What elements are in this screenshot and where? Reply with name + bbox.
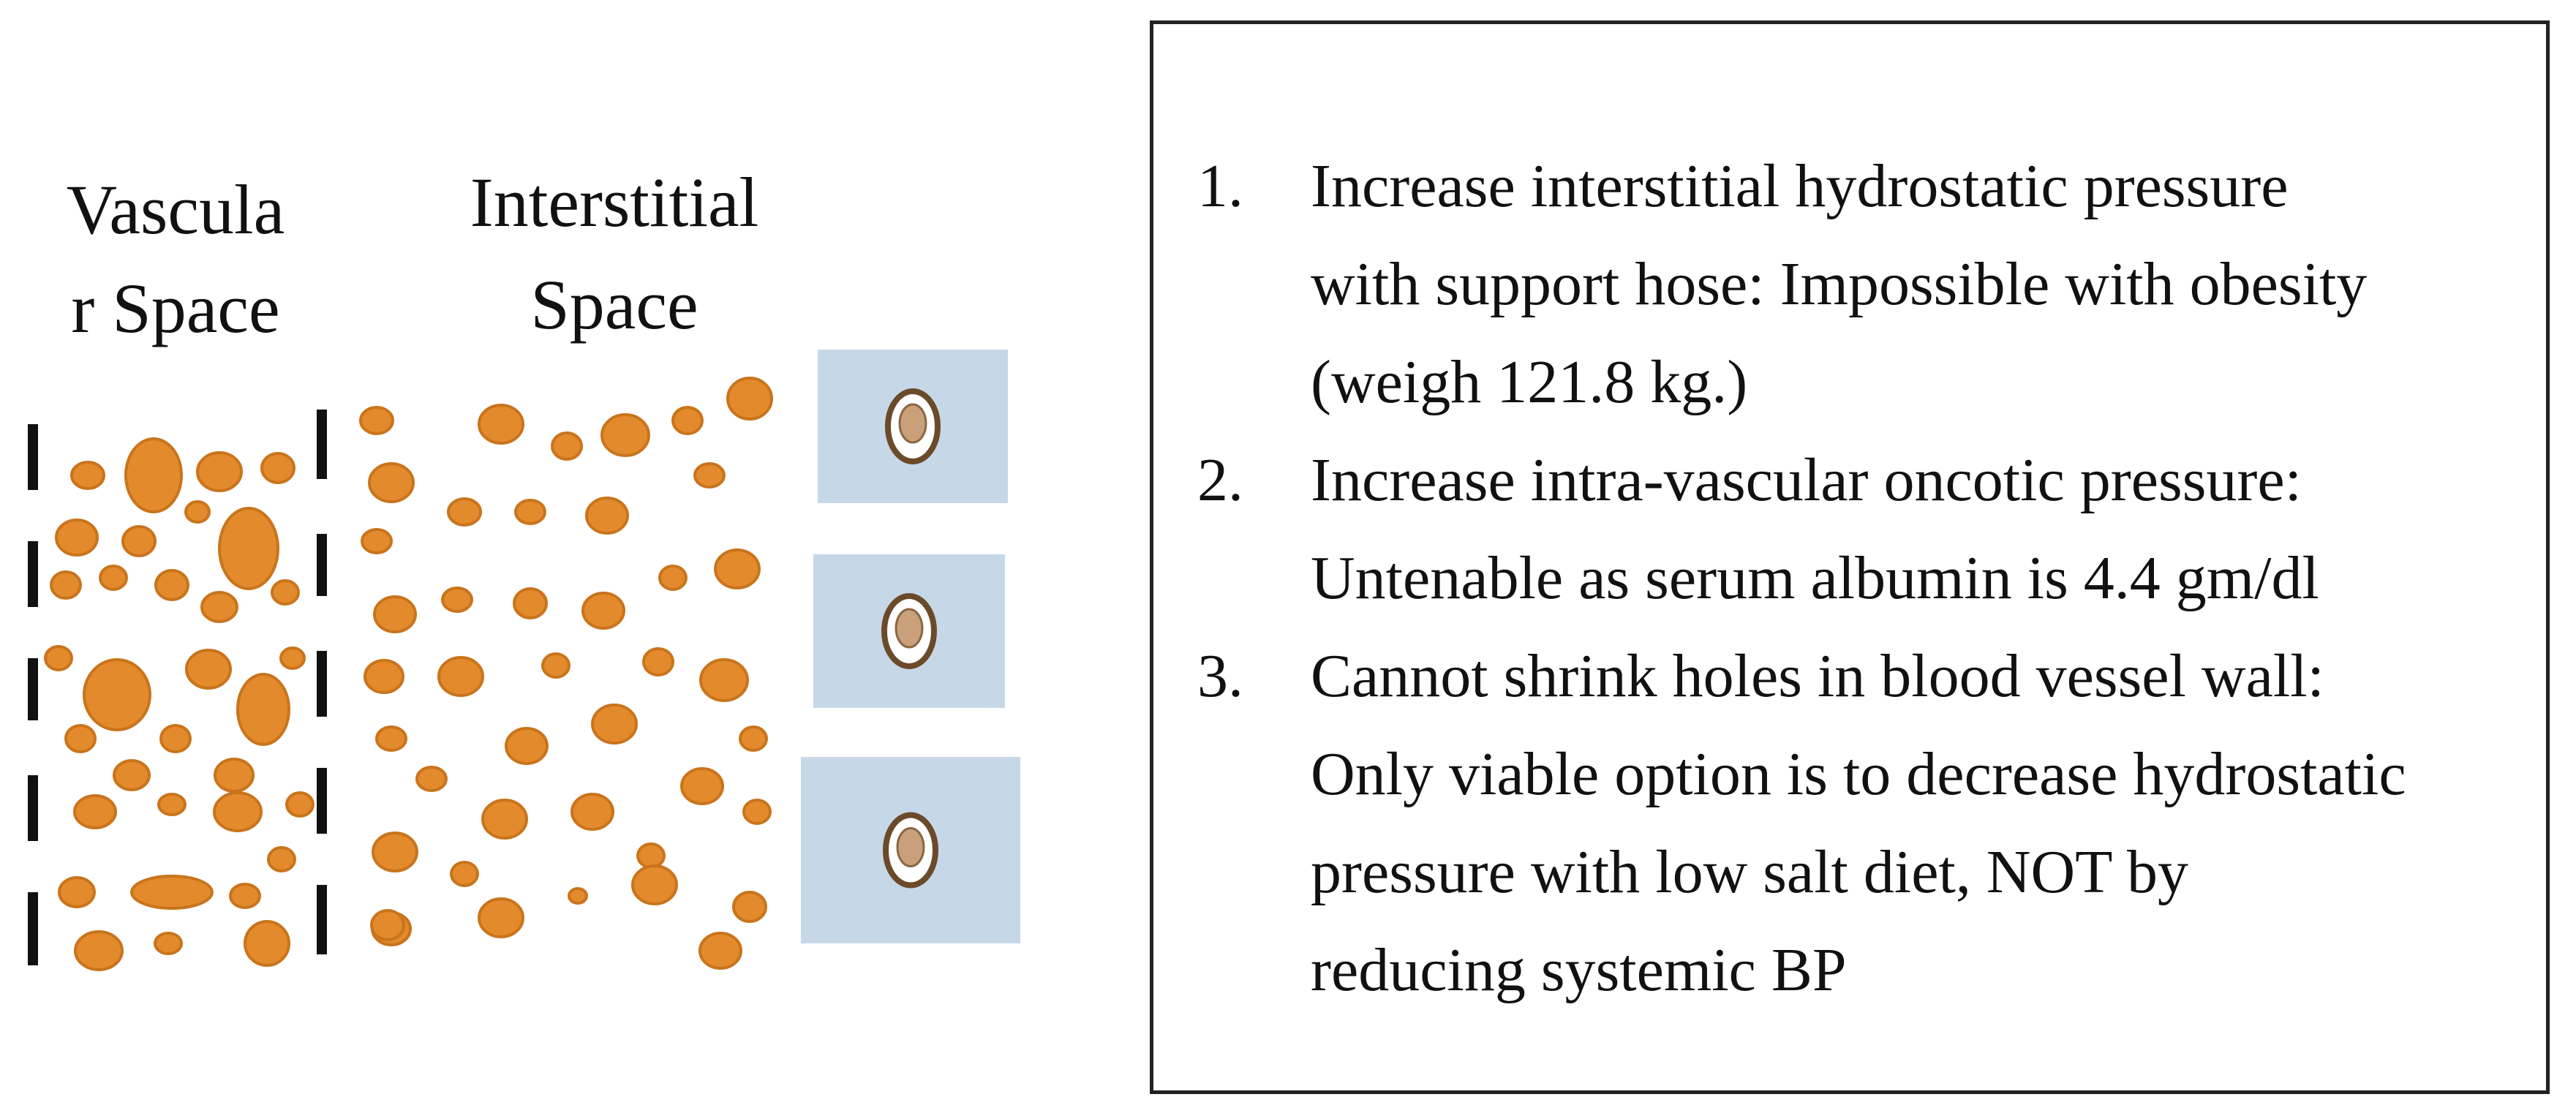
protein-particle <box>50 570 82 600</box>
protein-particle <box>279 646 306 670</box>
protein-particle <box>658 565 688 591</box>
protein-particle <box>218 507 279 590</box>
protein-particle <box>585 497 629 535</box>
protein-particle <box>185 649 232 690</box>
protein-particle <box>636 842 666 869</box>
protein-particle <box>437 656 484 697</box>
protein-particle <box>481 799 528 840</box>
cell-nucleus-icon <box>895 608 924 649</box>
protein-particle <box>64 724 97 753</box>
explanation-panel: 1. Increase interstitial hydrostatic pre… <box>1150 20 2550 1094</box>
option-line: (weigh 121.8 kg.) <box>1311 348 1748 416</box>
protein-particle <box>154 569 189 601</box>
option-line: Increase intra-vascular oncotic pressure… <box>1311 446 2302 514</box>
protein-particle <box>154 932 183 955</box>
protein-particle <box>591 704 638 744</box>
protein-particle <box>236 673 290 746</box>
protein-particle <box>581 592 625 630</box>
protein-particle <box>361 528 393 554</box>
protein-particle <box>214 758 255 793</box>
protein-particle <box>568 887 588 905</box>
protein-particle <box>375 725 407 752</box>
protein-particle <box>73 794 117 829</box>
interstitial-space-label-line1: Interstitial <box>470 163 759 241</box>
vascular-space-label-line2: r Space <box>71 269 280 347</box>
protein-particle <box>505 727 549 765</box>
protein-particle <box>184 500 211 524</box>
protein-particle <box>370 909 405 941</box>
option-line: Cannot shrink holes in blood vessel wall… <box>1311 642 2324 710</box>
protein-particle <box>359 406 394 435</box>
protein-particle <box>478 897 524 938</box>
protein-particle <box>631 864 678 905</box>
option-line: reducing systemic BP <box>1311 936 1847 1004</box>
fluid-diagram-canvas <box>28 350 1020 971</box>
options-list: 1. Increase interstitial hydrostatic pre… <box>1197 137 2514 1019</box>
protein-particle <box>113 759 151 791</box>
option-line: Only viable option is to decrease hydros… <box>1311 740 2406 808</box>
protein-particle <box>698 932 742 970</box>
protein-particle <box>99 565 128 591</box>
protein-particle <box>229 883 261 909</box>
protein-particle <box>693 462 726 489</box>
cell-nucleus-icon <box>896 827 925 867</box>
cell-nucleus-icon <box>898 403 927 444</box>
option-line: Untenable as serum albumin is 4.4 gm/dl <box>1311 544 2319 612</box>
protein-particle <box>551 431 583 461</box>
option-item-1: 1. Increase interstitial hydrostatic pre… <box>1197 137 2514 431</box>
protein-particle <box>415 766 448 792</box>
protein-particle <box>699 658 749 702</box>
protein-particle <box>714 548 761 589</box>
protein-particle <box>244 920 290 967</box>
protein-particle <box>513 587 548 619</box>
protein-particle <box>570 793 614 831</box>
protein-particle <box>58 876 96 908</box>
protein-particle <box>157 793 187 816</box>
vascular-space-label-line1: Vascula <box>66 170 285 249</box>
protein-particle <box>541 652 570 679</box>
protein-particle <box>671 406 704 435</box>
option-line: pressure with low salt diet, NOT by <box>1311 838 2188 906</box>
protein-particle <box>83 658 151 731</box>
protein-particle <box>260 452 295 484</box>
option-number: 1. <box>1197 152 1243 220</box>
option-line: Increase interstitial hydrostatic pressu… <box>1311 152 2289 220</box>
protein-particle <box>70 461 105 490</box>
protein-particle <box>44 645 73 671</box>
protein-particle <box>200 591 238 623</box>
protein-particle <box>680 767 724 805</box>
option-number: 3. <box>1197 642 1243 710</box>
protein-particle <box>478 404 524 445</box>
protein-particle <box>600 413 650 457</box>
protein-particle <box>368 462 415 503</box>
option-item-2: 2. Increase intra-vascular oncotic press… <box>1197 431 2514 627</box>
interstitial-space-label-line2: Space <box>530 265 698 344</box>
protein-particle <box>74 930 124 971</box>
protein-particle <box>271 579 300 606</box>
protein-particle <box>267 846 296 872</box>
protein-particle <box>130 875 214 910</box>
protein-particle <box>55 519 99 557</box>
protein-particle <box>373 595 417 633</box>
protein-particle <box>732 891 767 923</box>
option-line: with support hose: Impossible with obesi… <box>1311 250 2368 318</box>
protein-particle <box>364 659 404 694</box>
protein-particle <box>514 499 546 525</box>
protein-particle <box>213 791 263 832</box>
option-item-3: 3. Cannot shrink holes in blood vessel w… <box>1197 627 2514 1019</box>
protein-particle <box>642 647 674 676</box>
protein-particle <box>441 587 473 613</box>
protein-particle <box>196 451 243 492</box>
protein-particle <box>739 725 768 752</box>
protein-particle <box>447 497 482 527</box>
protein-particle <box>124 437 183 513</box>
protein-particle <box>285 791 315 818</box>
protein-particle <box>121 525 157 557</box>
protein-particle <box>159 724 192 753</box>
protein-particle <box>742 799 772 825</box>
option-number: 2. <box>1197 446 1243 514</box>
protein-particle <box>450 861 479 887</box>
protein-particle <box>372 832 418 872</box>
protein-particle <box>726 377 773 421</box>
